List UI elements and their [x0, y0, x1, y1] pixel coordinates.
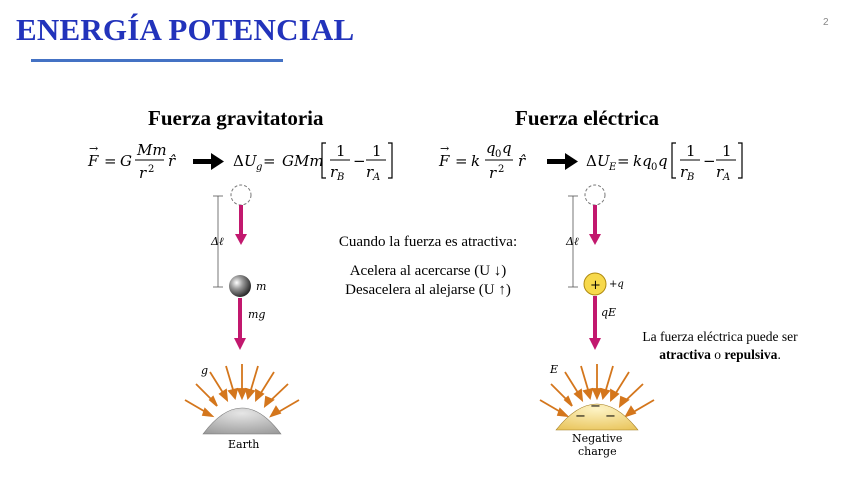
- svg-text:A: A: [372, 172, 380, 183]
- svg-text:Δ: Δ: [586, 152, 597, 170]
- charge-label: +q: [609, 279, 624, 290]
- svg-text:g: g: [256, 162, 262, 173]
- svg-text:1: 1: [686, 142, 696, 160]
- electric-implies-arrow: [547, 153, 578, 170]
- svg-text:−: −: [590, 399, 601, 414]
- title-underline: [31, 59, 283, 62]
- negative-charge-label-1: Negative: [572, 432, 622, 445]
- svg-text:−: −: [703, 152, 716, 170]
- svg-text:G: G: [120, 152, 132, 170]
- attractive-force-explanation: Cuando la fuerza es atractiva: Acelera a…: [318, 233, 538, 300]
- electric-energy-formula: Δ U E = kq 0 q 1 r B − 1 r A: [586, 142, 743, 183]
- svg-text:q: q: [486, 139, 496, 157]
- electric-field-label: E: [549, 363, 558, 376]
- explanation-line-1: Acelera al acercarse (U ↓): [349, 263, 507, 279]
- svg-text:r̂: r̂: [518, 152, 526, 170]
- svg-text:−: −: [353, 152, 366, 170]
- svg-text:B: B: [336, 172, 344, 183]
- svg-text:B: B: [686, 172, 694, 183]
- svg-text:r: r: [680, 163, 688, 181]
- svg-text:r: r: [366, 163, 374, 181]
- svg-text:1: 1: [336, 142, 346, 160]
- svg-text:U: U: [244, 152, 258, 170]
- negative-charge-label-2: charge: [578, 445, 617, 458]
- svg-text:q: q: [658, 152, 668, 170]
- svg-text:F: F: [87, 152, 99, 170]
- svg-text:1: 1: [722, 142, 732, 160]
- electric-heading: Fuerza eléctrica: [515, 106, 659, 130]
- page-number: 2: [823, 17, 829, 28]
- electric-delta-label: Δℓ: [565, 235, 579, 248]
- svg-text:r: r: [139, 164, 147, 182]
- svg-text:r̂: r̂: [168, 152, 176, 170]
- earth-body: [202, 407, 282, 435]
- svg-text:Mm: Mm: [136, 141, 167, 159]
- mass-sphere: [229, 275, 251, 297]
- explanation-line-2: Desacelera al alejarse (U ↑): [345, 282, 511, 298]
- negative-charge-body: [555, 403, 639, 431]
- svg-text:=: =: [455, 152, 468, 170]
- electric-force-note: La fuerza eléctrica puede ser atractiva …: [620, 328, 820, 364]
- svg-text:GMm: GMm: [282, 152, 324, 170]
- svg-text:→: →: [440, 142, 449, 155]
- svg-text:2: 2: [148, 164, 154, 175]
- start-position-marker: [584, 184, 606, 206]
- test-charge: [583, 272, 607, 296]
- weight-label: mg: [248, 308, 265, 321]
- svg-text:=: =: [263, 152, 276, 170]
- electric-field-arrows: [539, 364, 655, 418]
- gravity-field-label: g: [201, 364, 208, 377]
- electric-force-label: qE: [601, 306, 616, 319]
- gravity-heading: Fuerza gravitatoria: [148, 106, 324, 130]
- svg-text:1: 1: [372, 142, 382, 160]
- note-attractive: atractiva: [659, 347, 711, 362]
- gravity-delta-label: Δℓ: [210, 235, 224, 248]
- svg-text:0: 0: [651, 162, 657, 173]
- gravity-energy-formula: Δ U g = GMm 1 r B − 1 r A: [233, 142, 393, 183]
- svg-text:Δ: Δ: [233, 152, 244, 170]
- svg-text:2: 2: [498, 164, 504, 175]
- svg-text:r: r: [330, 163, 338, 181]
- note-repulsive: repulsiva: [724, 347, 778, 362]
- svg-text:k: k: [471, 152, 480, 170]
- svg-text:−: −: [605, 409, 616, 424]
- mass-label: m: [256, 280, 266, 293]
- start-position-marker: [230, 184, 252, 206]
- electric-diagram: Δℓ + +q qE − − − E Negative charge: [539, 184, 655, 458]
- electric-force-formula: F → = k q 0 q r 2 r̂: [438, 139, 526, 182]
- minus-signs: − − −: [575, 399, 616, 424]
- svg-text:q: q: [502, 139, 512, 157]
- svg-text:r: r: [716, 163, 724, 181]
- note-suffix: .: [777, 347, 781, 362]
- svg-text:−: −: [575, 409, 586, 424]
- svg-text:kq: kq: [633, 152, 652, 170]
- svg-text:F: F: [438, 152, 450, 170]
- svg-text:→: →: [89, 142, 98, 155]
- svg-text:U: U: [597, 152, 611, 170]
- note-prefix: La fuerza eléctrica puede ser: [642, 329, 798, 344]
- gravity-implies-arrow: [193, 153, 224, 170]
- svg-text:r: r: [489, 164, 497, 182]
- note-connector: o: [714, 347, 722, 362]
- svg-text:0: 0: [495, 149, 501, 160]
- gravity-diagram: Δℓ m mg: [184, 184, 300, 451]
- svg-text:=: =: [617, 152, 630, 170]
- explanation-intro: Cuando la fuerza es atractiva:: [338, 234, 518, 250]
- svg-text:E: E: [608, 162, 617, 173]
- svg-text:A: A: [722, 172, 730, 183]
- page-title: ENERGÍA POTENCIAL: [16, 12, 355, 47]
- gravity-field-arrows: [184, 364, 300, 418]
- svg-text:=: =: [104, 152, 117, 170]
- gravity-force-formula: F → = G Mm r 2 r̂: [87, 141, 176, 182]
- earth-label: Earth: [228, 438, 259, 451]
- plus-sign-icon: +: [590, 278, 601, 293]
